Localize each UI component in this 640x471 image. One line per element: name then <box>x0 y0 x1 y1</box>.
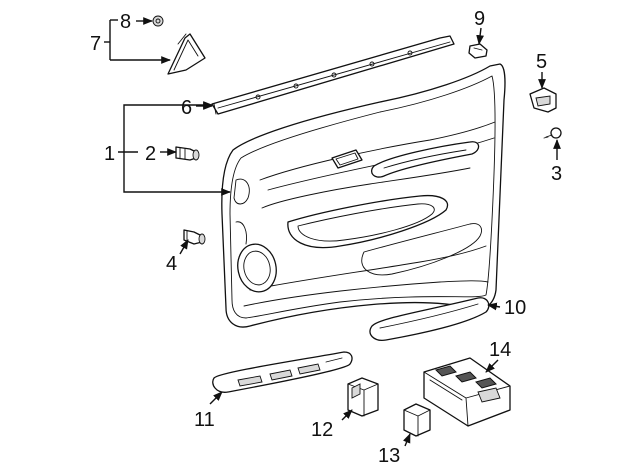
callout-10: 10 <box>504 297 526 319</box>
callout-labels: 1 2 3 4 5 6 7 8 9 10 11 12 13 14 <box>90 8 562 467</box>
callout-4: 4 <box>166 253 177 275</box>
retainer-5 <box>529 87 557 113</box>
clip-9 <box>468 43 488 59</box>
callout-8: 8 <box>120 11 131 33</box>
clip-8 <box>152 15 164 27</box>
callout-12: 12 <box>311 419 333 441</box>
door-trim-panel <box>221 63 506 328</box>
callout-9: 9 <box>474 8 485 30</box>
callout-5: 5 <box>536 51 547 73</box>
leader-lines <box>104 17 561 447</box>
window-switch-13 <box>403 403 431 437</box>
belt-molding <box>211 35 455 115</box>
callout-3: 3 <box>551 163 562 185</box>
callout-11: 11 <box>194 409 215 431</box>
callout-14: 14 <box>489 339 511 361</box>
callout-13: 13 <box>378 445 400 467</box>
callout-6: 6 <box>181 97 192 119</box>
mirror-cover <box>167 33 206 75</box>
callout-1: 1 <box>104 143 115 165</box>
switch-bezel <box>212 351 353 393</box>
screw-3 <box>543 127 562 139</box>
master-switch <box>423 357 511 427</box>
clip-2 <box>175 146 200 161</box>
window-switch-12 <box>347 377 379 417</box>
pull-handle <box>369 297 490 341</box>
bolt-4 <box>183 229 206 245</box>
callout-7: 7 <box>90 33 101 55</box>
callout-2: 2 <box>145 143 156 165</box>
